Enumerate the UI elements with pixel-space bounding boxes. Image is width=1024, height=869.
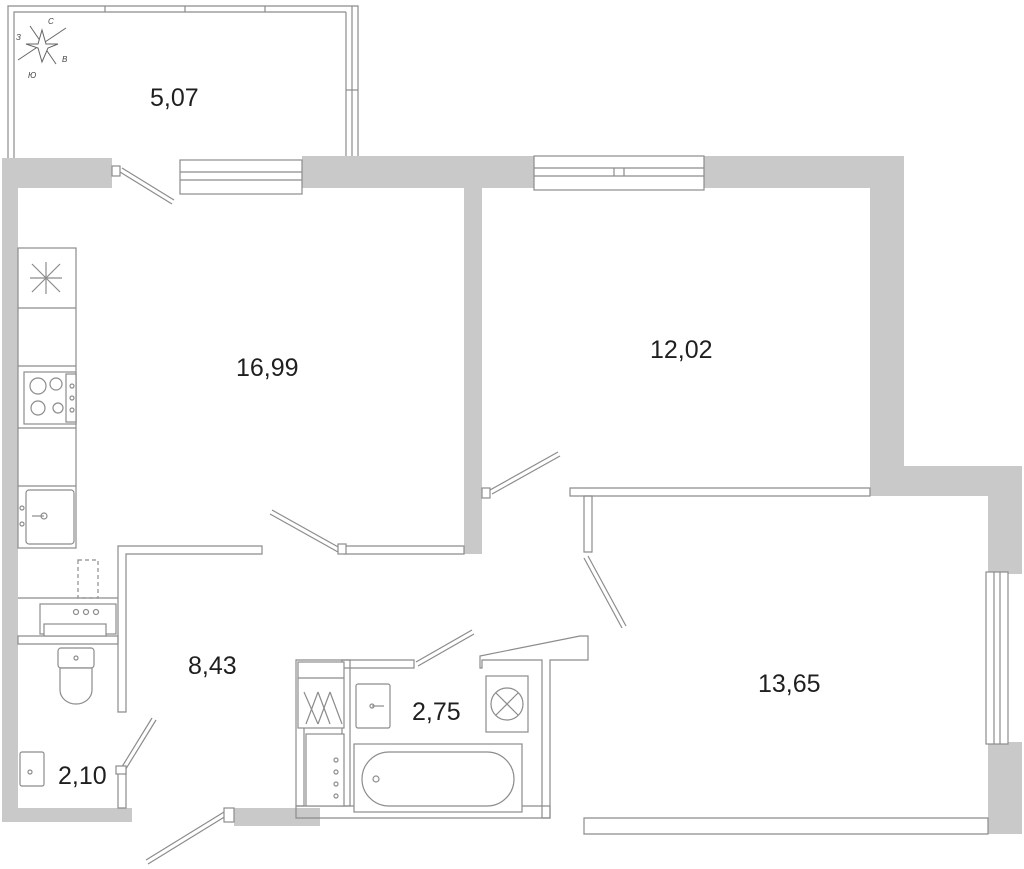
compass-north: С (48, 17, 54, 26)
compass-east: В (62, 55, 68, 64)
toilet-icon (57, 647, 95, 705)
stove-icon (23, 371, 77, 425)
bedroom-1-area: 12,02 (650, 336, 713, 364)
bathroom-area: 2,75 (412, 698, 461, 726)
bath-shelf-icon (297, 661, 345, 729)
kitchen-living-area: 16,99 (236, 354, 299, 382)
exterior-walls (2, 156, 1022, 834)
washing-machine-icon (39, 559, 117, 637)
compass-icon: С В З Ю (16, 17, 68, 80)
kitchen-sink-icon (19, 489, 75, 545)
window-bedroom-2 (985, 571, 1009, 745)
window-bedroom-1 (533, 155, 705, 191)
toilet-area: 2,10 (58, 762, 107, 790)
hallway-area: 8,43 (188, 652, 237, 680)
radiator-icon (305, 733, 345, 807)
window-kitchen (179, 159, 303, 195)
compass-south: Ю (28, 71, 36, 80)
balcony-area: 5,07 (150, 84, 199, 112)
wc-sink-icon (19, 751, 45, 787)
bedroom-2-area: 13,65 (758, 670, 821, 698)
compass-west: З (16, 33, 21, 42)
ventilation-icon (485, 675, 529, 733)
balcony (7, 5, 359, 160)
bath-sink-icon (355, 683, 391, 729)
fridge-icon (30, 262, 62, 294)
bathtub-icon (353, 743, 523, 813)
doors (111, 165, 627, 865)
